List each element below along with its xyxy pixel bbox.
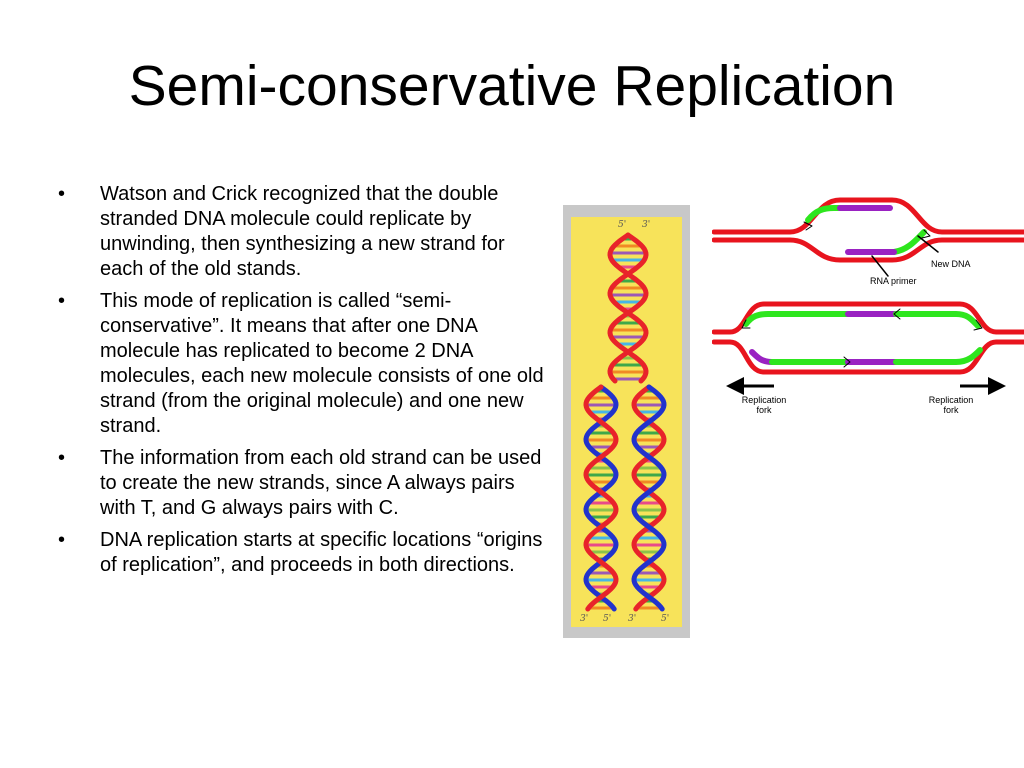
bullet-icon: • <box>58 447 66 469</box>
pointer-line <box>871 255 889 277</box>
dna-helix-illustration: 5' 3' 3' 5' 3' 5' <box>563 205 690 638</box>
right-fork-label-line2: fork <box>943 405 959 415</box>
replication-bubble-bottom <box>712 301 1024 375</box>
dna-helix-svg: 5' 3' 3' 5' 3' 5' <box>580 220 669 624</box>
parent-strand <box>712 197 1024 235</box>
parent-strand <box>712 301 1024 335</box>
dna-strand <box>607 232 649 384</box>
bullet-text: This mode of replication is called “semi… <box>100 290 544 437</box>
dna-strand <box>631 384 667 612</box>
left-fork-label-line2: fork <box>756 405 772 415</box>
dna-strand <box>607 232 649 384</box>
replication-bubble-top <box>712 197 1024 277</box>
bullet-icon: • <box>58 290 66 312</box>
arrow-icon <box>843 356 851 368</box>
new-strand <box>893 347 983 365</box>
arrow-icon <box>973 319 983 331</box>
arrow-icon <box>803 221 813 231</box>
bullet-text: DNA replication starts at specific locat… <box>100 529 543 576</box>
new-strand <box>893 311 981 329</box>
new-strand <box>891 229 927 255</box>
arrow-icon <box>893 308 901 320</box>
bullet-item: • DNA replication starts at specific loca… <box>56 528 548 578</box>
bullet-icon: • <box>58 529 66 551</box>
bottom-3-prime-label: 3' <box>580 614 588 624</box>
bullet-item: • Watson and Crick recognized that the do… <box>56 182 548 282</box>
right-fork-arrow-icon <box>960 377 1006 395</box>
bullet-item: • The information from each old strand ca… <box>56 446 548 521</box>
bullet-icon: • <box>58 183 66 205</box>
right-fork-label-line1: Replication <box>929 395 974 405</box>
bottom-3-prime-label: 3' <box>628 614 636 624</box>
parent-strand <box>712 339 1024 375</box>
top-3-prime-label: 3' <box>642 220 650 230</box>
bullet-text: Watson and Crick recognized that the dou… <box>100 183 505 280</box>
bullet-item: • This mode of replication is called “sem… <box>56 289 548 439</box>
dna-helix-panel: 5' 3' 3' 5' 3' 5' <box>571 217 682 627</box>
helix-strands <box>583 232 667 612</box>
base-pair-rungs <box>586 237 664 610</box>
parent-strand <box>712 237 1024 263</box>
dna-strand <box>583 384 619 612</box>
top-5-prime-label: 5' <box>618 220 626 230</box>
replication-fork-diagram: New DNA RNA primer Replication fork Repl… <box>712 197 1024 415</box>
bottom-5-prime-label: 5' <box>603 614 611 624</box>
left-fork-label-line1: Replication <box>742 395 787 405</box>
left-fork-arrow-icon <box>726 377 774 395</box>
new-strand <box>805 205 843 223</box>
rna-primer-label: RNA primer <box>870 276 917 286</box>
bullet-text: The information from each old strand can… <box>100 447 542 519</box>
dna-strand <box>583 384 619 612</box>
pointer-line <box>917 235 939 253</box>
slide-title: Semi-conservative Replication <box>128 54 896 118</box>
rna-primer <box>749 349 775 365</box>
new-strand <box>743 311 851 327</box>
new-dna-label: New DNA <box>931 259 971 269</box>
arrow-icon <box>921 229 931 239</box>
dna-strand <box>631 384 667 612</box>
bottom-5-prime-label: 5' <box>661 614 669 624</box>
bullet-list: • Watson and Crick recognized that the do… <box>56 182 548 585</box>
arrow-icon <box>741 319 751 329</box>
